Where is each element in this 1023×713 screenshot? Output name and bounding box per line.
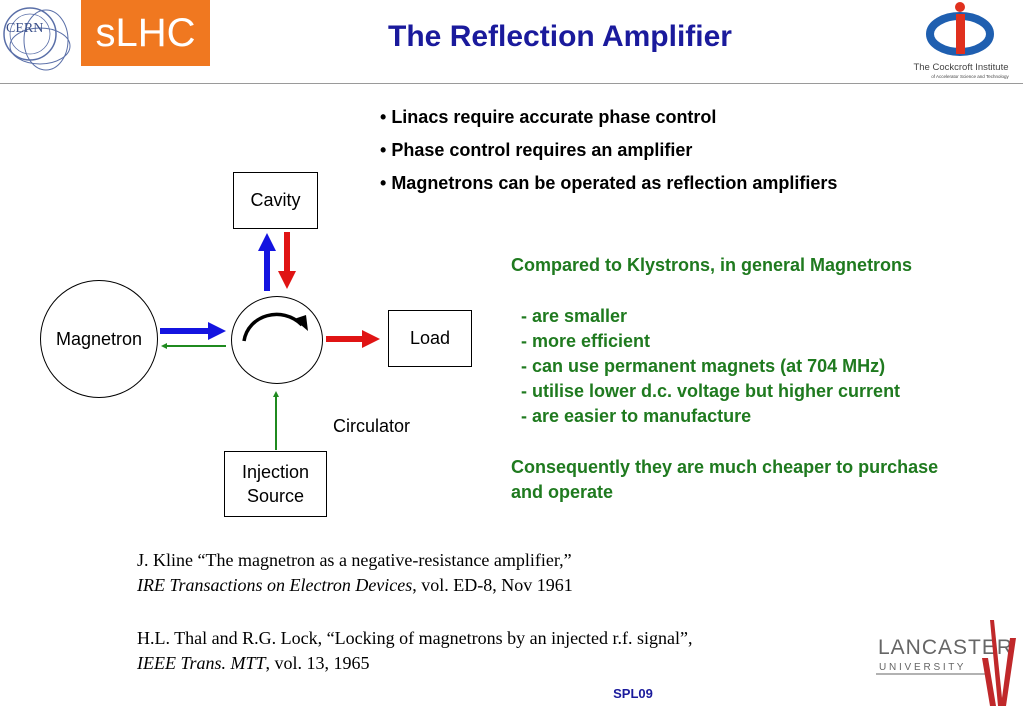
reference-2: H.L. Thal and R.G. Lock, “Locking of mag… (137, 626, 693, 676)
lancaster-logo-text: LANCASTER (878, 636, 1013, 659)
magnetron-circle: Magnetron (40, 280, 158, 398)
reference-details: , vol. ED-8, Nov 1961 (412, 575, 573, 595)
reference-1: J. Kline “The magnetron as a negative-re… (137, 548, 573, 598)
cern-logo: CERN (0, 0, 82, 80)
reference-authors: H.L. Thal and R.G. Lock, “Locking of mag… (137, 628, 693, 648)
comparison-item: - more efficient (521, 331, 651, 351)
reference-details: , vol. 13, 1965 (265, 653, 370, 673)
cern-logo-text: CERN (6, 21, 43, 36)
page-title: The Reflection Amplifier (388, 20, 732, 53)
comparison-item: - can use permanent magnets (at 704 MHz) (521, 356, 886, 376)
comparison-title: Compared to Klystrons, in general Magnet… (511, 255, 913, 275)
lancaster-logo-subtext: U N I V E R S I T Y (879, 662, 964, 673)
comparison-item: - are smaller (521, 306, 628, 326)
bullet-item: • Phase control requires an amplifier (380, 140, 693, 160)
reference-journal: IRE Transactions on Electron Devices (137, 575, 413, 595)
slhc-badge: sLHC (81, 0, 210, 66)
injection-label-line1: Injection (241, 462, 310, 482)
header-divider (0, 83, 1023, 84)
load-box: Load (388, 310, 472, 367)
footer-label: SPL09 (613, 686, 653, 701)
comparison-item: - utilise lower d.c. voltage but higher … (521, 381, 901, 401)
bullet-text: Phase control requires an amplifier (391, 140, 693, 160)
bullet-text: Magnetrons can be operated as reflection… (391, 173, 838, 193)
cockcroft-logo-subtext: of Accelerator Science and Technology (931, 74, 1009, 79)
reference-journal: IEEE Trans. MTT (137, 653, 266, 673)
comparison-list: - are smaller - more efficient - can use… (521, 304, 900, 429)
cavity-box: Cavity (233, 172, 318, 229)
bullet-item: • Linacs require accurate phase control (380, 107, 717, 127)
bullet-text: Linacs require accurate phase control (391, 107, 717, 127)
bullet-item: • Magnetrons can be operated as reflecti… (380, 173, 838, 193)
injection-label-line2: Source (246, 486, 305, 506)
circulator-rotation-icon (242, 312, 308, 342)
cockcroft-logo: The Cockcroft Institute of Accelerator S… (900, 0, 1023, 82)
comparison-conclusion: Consequently they are much cheaper to pu… (511, 457, 939, 502)
circulator-circle (231, 296, 323, 384)
reference-source: IEEE Trans. MTT, vol. 13, 1965 (137, 651, 693, 676)
cockcroft-logo-text: The Cockcroft Institute (913, 62, 1008, 73)
lancaster-logo: LANCASTER U N I V E R S I T Y (870, 618, 1023, 708)
reference-source: IRE Transactions on Electron Devices, vo… (137, 573, 573, 598)
circulator-label: Circulator (333, 416, 411, 436)
bullet-list: • Linacs require accurate phase control … (380, 104, 837, 203)
injection-source-box: Injection Source (224, 451, 327, 517)
reference-authors: J. Kline “The magnetron as a negative-re… (137, 550, 572, 570)
comparison-item: - are easier to manufacture (521, 406, 752, 426)
